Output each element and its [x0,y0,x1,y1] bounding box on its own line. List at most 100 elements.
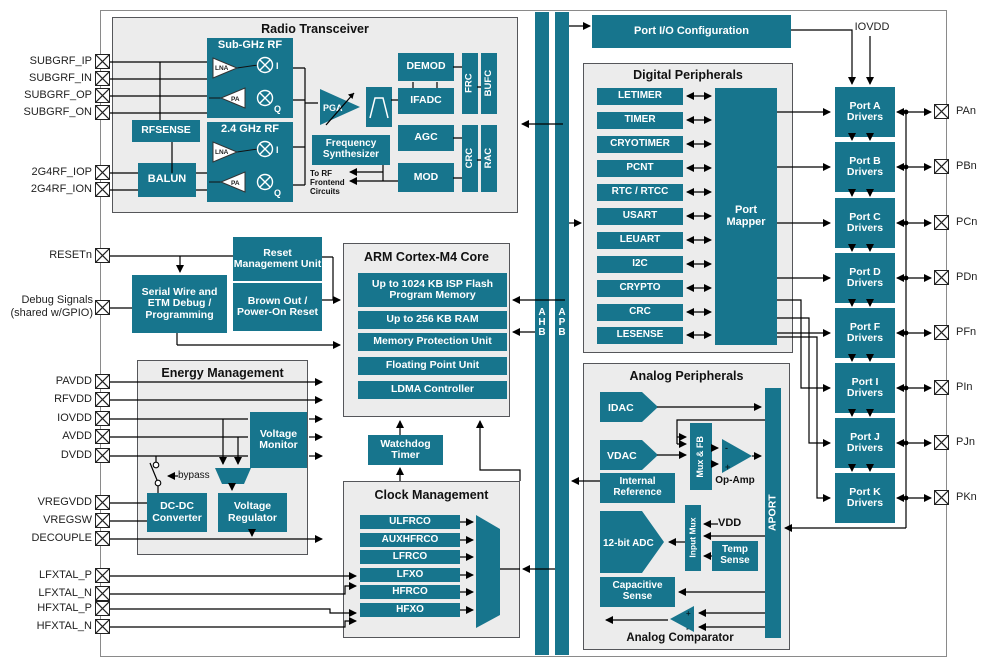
digital-row-pcnt: PCNT [597,160,683,177]
pin-label-vregvdd: VREGVDD [37,496,92,508]
pin-vregsw [95,513,110,528]
inputmux-label: Input Mux [687,517,698,559]
clock-row-lfxo: LFXO [360,568,460,582]
ahb-bus [535,12,549,655]
pin-label-rfvdd: RFVDD [54,393,92,405]
band24-internals: LNA PA I Q [209,140,281,198]
idac-label: IDAC [608,402,634,414]
ifadc-block: IFADC [398,88,454,114]
pin-pbn [934,159,949,174]
pin-subgrf-ip [95,54,110,69]
band24-pa-label: PA [231,180,240,187]
band24-block: 2.4 GHz RF [207,122,293,202]
pin-label-lfxtal-n: LFXTAL_N [38,587,92,599]
pin-avdd [95,429,110,444]
ram-block: Up to 256 KB RAM [358,311,507,329]
pin-debug [95,300,110,315]
subghz-pa-label: PA [231,96,240,103]
digital-row-timer: TIMER [597,112,683,129]
subghz-label: Sub-GHz RF [217,39,283,51]
frc-label: FRC [463,73,475,94]
pin-label-2g4rf-iop: 2G4RF_IOP [31,166,92,178]
port-i-drivers: Port I Drivers [835,363,895,413]
bufc-block: BUFC [481,53,497,114]
pin-label-pbn: PBn [956,160,977,172]
pin-label-pjn: PJn [956,436,975,448]
vdd-label: VDD [718,517,742,529]
aport-block: APORT [765,388,781,638]
svg-text:+: + [725,462,730,472]
pin-pan [934,104,949,119]
pin-label-pkn: PKn [956,491,977,503]
port-b-drivers: Port B Drivers [835,142,895,192]
pin-label-lfxtal-p: LFXTAL_P [39,569,92,581]
pin-subgrf-on [95,105,110,120]
pin-iovdd [95,411,110,426]
radio-crc-block: CRC [462,125,478,192]
digital-row-lesense: LESENSE [597,327,683,344]
muxfb-label: Mux & FB [695,435,706,478]
clock-row-lfrco: LFRCO [360,550,460,564]
clock-mux-icon [476,515,500,628]
freq-synth-block: Frequency Synthesizer [312,135,390,165]
port-c-drivers: Port C Drivers [835,198,895,248]
pin-subgrf-op [95,88,110,103]
vdac-block: VDAC [600,440,658,470]
serial-wire-block: Serial Wire and ETM Debug / Programming [132,275,227,333]
port-a-drivers: Port A Drivers [835,87,895,137]
temp-sense-block: Temp Sense [712,541,758,571]
digital-row-cryotimer: CRYOTIMER [597,136,683,153]
agc-block: AGC [398,125,454,151]
dcdc-block: DC-DC Converter [147,493,207,532]
pin-label-pfn: PFn [956,326,977,338]
subghz-q-label: Q [274,104,281,114]
opamp-label: Op-Amp [715,475,755,486]
to-rf-label: To RF Frontend Circuits [310,169,345,197]
port-f-drivers: Port F Drivers [835,308,895,358]
intref-block: Internal Reference [600,473,675,503]
pin-pkn [934,490,949,505]
pin-label-debug: Debug Signals (shared w/GPIO) [10,294,93,319]
pin-label-subgrf-ip: SUBGRF_IP [29,55,92,67]
pin-hfxtal-p [95,601,110,616]
idac-block: IDAC [600,392,658,422]
analog-comparator-label: Analog Comparator [626,632,734,644]
svg-text:+: + [686,609,691,618]
band24-i-label: I [276,145,279,155]
pin-label-pdn: PDn [956,271,978,283]
pin-label-dvdd: DVDD [60,449,92,461]
mpu-block: Memory Protection Unit [358,333,507,351]
ldma-block: LDMA Controller [358,381,507,399]
ahb-bus-label: AHB [538,307,546,338]
opamp-icon: - + [722,439,752,473]
capsense-block: Capacitive Sense [600,577,675,607]
rac-block: RAC [481,125,497,192]
pin-label-avdd: AVDD [62,430,92,442]
pin-label-decouple: DECOUPLE [31,532,92,544]
brownout-block: Brown Out / Power-On Reset [233,283,322,331]
pin-label-pcn: PCn [956,216,978,228]
pga-amplifier: PGA [320,89,360,126]
radio-crc-label: CRC [463,148,475,169]
adc-label: 12-bit ADC [603,538,654,549]
digital-title: Digital Peripherals [633,68,743,82]
pin-label-subgrf-on: SUBGRF_ON [23,106,92,118]
inputmux-block: Input Mux [685,505,701,571]
subghz-block: Sub-GHz RF [207,38,293,118]
clock-row-hfxo: HFXO [360,603,460,617]
pin-dvdd [95,448,110,463]
clock-row-hfrco: HFRCO [360,585,460,599]
watchdog-block: Watchdog Timer [368,435,443,465]
apb-bus [555,12,569,655]
pin-label-resetn: RESETn [49,249,92,261]
digital-row-crypto: CRYPTO [597,280,683,297]
pin-label-pin: PIn [956,381,973,393]
clock-title: Clock Management [374,488,489,502]
pin-lfxtal-n [95,586,110,601]
pin-lfxtal-p [95,568,110,583]
port-io-config-block: Port I/O Configuration [592,15,791,48]
port-j-drivers: Port J Drivers [835,418,895,468]
band24-label: 2.4 GHz RF [220,123,280,135]
regulator-mux-icon [215,468,251,484]
